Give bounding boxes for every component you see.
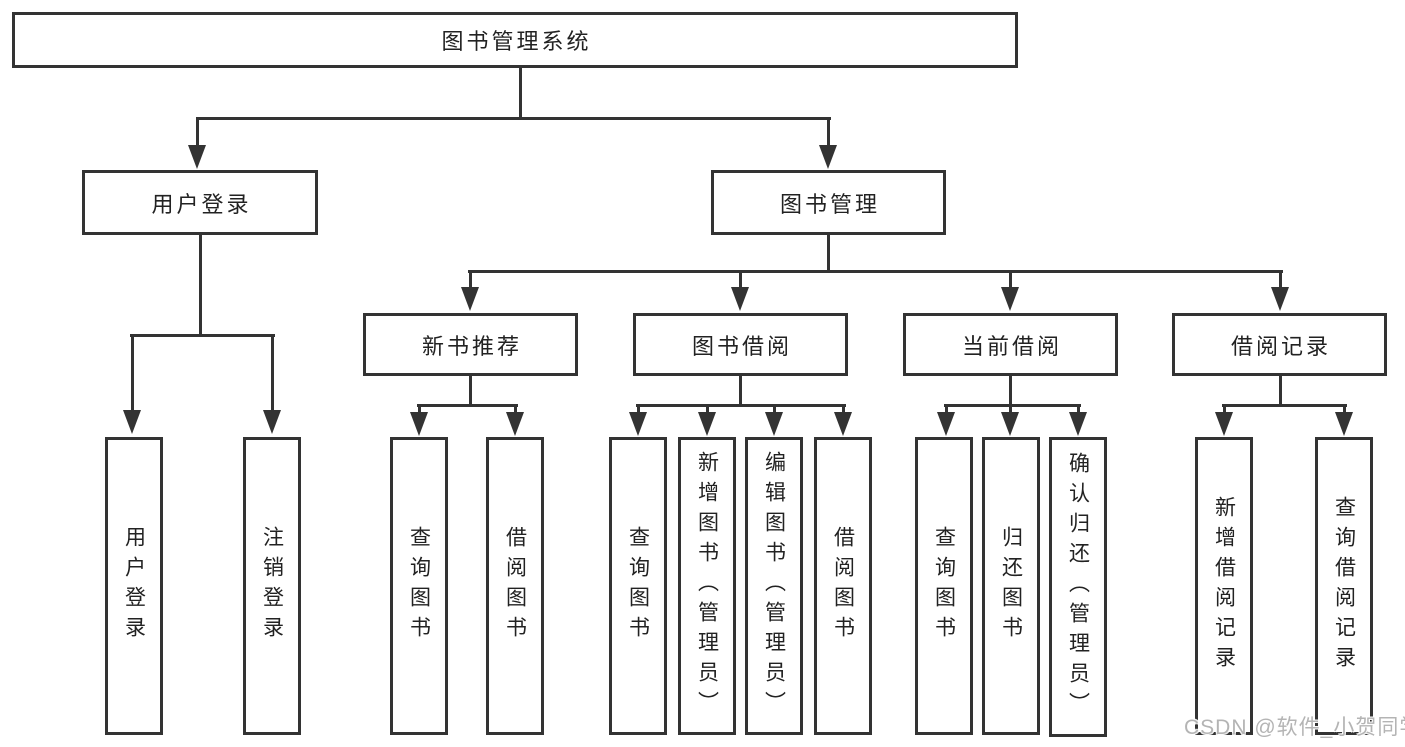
connector-branch-line — [637, 404, 640, 413]
leaf-current-return-books: 归还图书 — [982, 437, 1040, 735]
node-borrow-records: 借阅记录 — [1172, 313, 1387, 376]
connector-branch-line — [1223, 404, 1226, 413]
connector-branch-line — [1077, 404, 1080, 413]
leaf-current-query-books: 查询图书 — [915, 437, 973, 735]
arrowhead-down-icon — [834, 412, 852, 436]
leaf-newbook-borrow-books: 借阅图书 — [486, 437, 544, 735]
leaf-newbook-query-books: 查询图书 — [390, 437, 448, 735]
connector-borrowrecord-stem — [1279, 376, 1282, 407]
node-user-login: 用户登录 — [82, 170, 318, 235]
connector-branch-line — [842, 404, 845, 413]
leaf-borrow-add-books-admin: 新增图书（管理员） — [678, 437, 736, 735]
connector-branch-line — [514, 404, 517, 413]
connector-branch-line — [469, 270, 472, 288]
connector-newbook-bus — [417, 404, 518, 407]
leaf-record-query-borrow-record: 查询借阅记录 — [1315, 437, 1373, 735]
arrowhead-down-icon — [123, 410, 141, 434]
connector-level2-bus — [468, 270, 1283, 273]
arrowhead-down-icon — [731, 287, 749, 311]
connector-branch-line — [271, 334, 274, 411]
connector-currentborrow-stem — [1009, 376, 1012, 407]
connector-borrowrecord-bus — [1222, 404, 1347, 407]
arrowhead-down-icon — [698, 412, 716, 436]
connector-newbook-stem — [469, 376, 472, 407]
connector-level1-bus — [196, 117, 831, 120]
watermark: CSDN @软件_小贺同学 — [1184, 716, 1405, 739]
arrowhead-down-icon — [188, 145, 206, 169]
leaf-borrow-query-books: 查询图书 — [609, 437, 667, 735]
connector-user-login-bus — [130, 334, 275, 337]
arrowhead-down-icon — [1215, 412, 1233, 436]
connector-bookborrow-stem — [739, 376, 742, 407]
connector-branch-line — [418, 404, 421, 413]
node-root: 图书管理系统 — [12, 12, 1018, 68]
node-book-management: 图书管理 — [711, 170, 946, 235]
node-new-book-recommend: 新书推荐 — [363, 313, 578, 376]
leaf-logout: 注销登录 — [243, 437, 301, 735]
connector-branch-line — [945, 404, 948, 413]
arrowhead-down-icon — [629, 412, 647, 436]
arrowhead-down-icon — [410, 412, 428, 436]
connector-bookborrow-bus — [636, 404, 846, 407]
arrowhead-down-icon — [1271, 287, 1289, 311]
connector-branch-line — [1343, 404, 1346, 413]
arrowhead-down-icon — [1001, 287, 1019, 311]
connector-currentborrow-bus — [944, 404, 1081, 407]
connector-branch-line — [706, 404, 709, 413]
arrowhead-down-icon — [937, 412, 955, 436]
connector-branch-line — [739, 270, 742, 288]
arrowhead-down-icon — [506, 412, 524, 436]
connector-branch-line — [1009, 270, 1012, 288]
connector-book-mgmt-stem — [827, 235, 830, 273]
leaf-user-login: 用户登录 — [105, 437, 163, 735]
connector-branch-line — [131, 334, 134, 411]
connector-branch-line — [1279, 270, 1282, 288]
leaf-borrow-borrow-books: 借阅图书 — [814, 437, 872, 735]
arrowhead-down-icon — [263, 410, 281, 434]
arrowhead-down-icon — [1001, 412, 1019, 436]
leaf-current-confirm-return-admin: 确认归还（管理员） — [1049, 437, 1107, 737]
arrowhead-down-icon — [819, 145, 837, 169]
node-book-borrow: 图书借阅 — [633, 313, 848, 376]
leaf-record-add-borrow-record: 新增借阅记录 — [1195, 437, 1253, 735]
arrowhead-down-icon — [461, 287, 479, 311]
connector-branch-line — [1009, 404, 1012, 413]
connector-branch-line — [773, 404, 776, 413]
connector-branch-line — [196, 117, 199, 146]
leaf-borrow-edit-books-admin: 编辑图书（管理员） — [745, 437, 803, 735]
node-current-borrow: 当前借阅 — [903, 313, 1118, 376]
connector-root-stem — [519, 67, 522, 120]
arrowhead-down-icon — [765, 412, 783, 436]
connector-user-login-stem — [199, 235, 202, 337]
connector-branch-line — [827, 117, 830, 146]
arrowhead-down-icon — [1069, 412, 1087, 436]
arrowhead-down-icon — [1335, 412, 1353, 436]
